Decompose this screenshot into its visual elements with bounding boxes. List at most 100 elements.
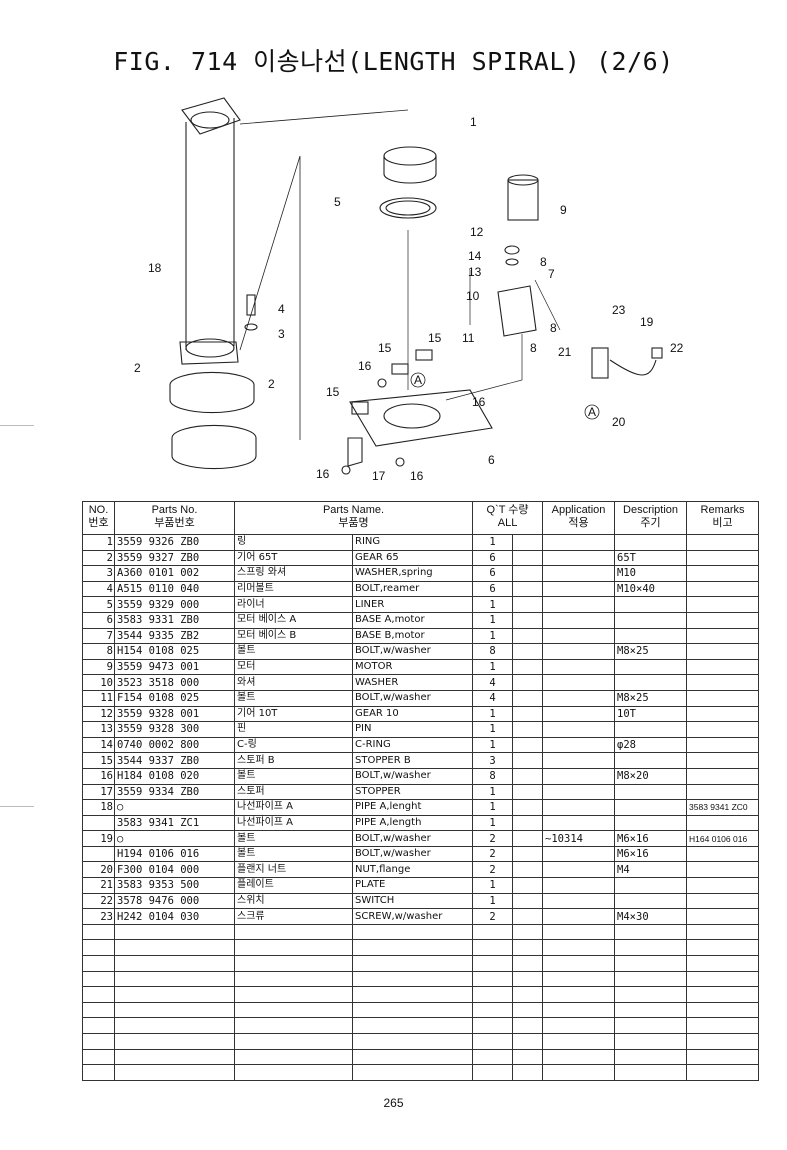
table-cell-desc: M10: [614, 565, 688, 582]
table-cell-q: 1: [472, 658, 514, 676]
callout-15b: 15: [378, 341, 392, 355]
table-cell-desc: 65T: [614, 549, 688, 567]
table-cell-desc: [614, 611, 688, 629]
table-cell-kn: 볼트: [234, 845, 353, 863]
table-cell-en: GEAR 65: [351, 549, 474, 567]
table-cell-q: 1: [472, 534, 514, 551]
table-row-empty: [82, 970, 760, 988]
table-cell-app: [542, 767, 616, 785]
gear-12: [504, 245, 520, 255]
table-cell-kn: 스위치: [234, 892, 353, 910]
table-cell-en: WASHER: [351, 674, 474, 691]
table-cell-empty: [472, 1001, 514, 1019]
table-cell-q2: [512, 580, 544, 598]
table-cell-empty: [542, 1033, 616, 1050]
table-cell-rem: [686, 689, 760, 707]
table-cell-pn: 3544 9337 ZB0: [114, 752, 235, 769]
table-cell-no: [82, 814, 115, 832]
table-cell-kn: 와셔: [234, 674, 353, 691]
table-cell-desc: M10×40: [614, 580, 688, 598]
parts-table: NO.번호 Parts No.부품번호 Parts Name.부품명 Q`T 수…: [82, 501, 760, 1081]
table-cell-empty: [351, 970, 474, 988]
table-cell-empty: [351, 1033, 474, 1050]
table-cell-kn: 링: [234, 534, 353, 551]
table-cell-en: BOLT,w/washer: [351, 845, 474, 863]
stopper-15a: [351, 401, 369, 415]
table-cell-no: 15: [82, 752, 115, 769]
table-cell-pn: F300 0104 000: [114, 861, 235, 879]
table-cell-empty: [512, 1017, 544, 1034]
table-cell-rem: H164 0106 016: [686, 830, 760, 847]
table-cell-empty: [472, 970, 514, 988]
table-cell-q: 6: [472, 580, 514, 598]
table-cell-en: BOLT,w/washer: [351, 689, 474, 707]
table-cell-q: 1: [472, 877, 514, 894]
callout-18: 18: [148, 261, 162, 275]
parts-table-container: NO.번호 Parts No.부품번호 Parts Name.부품명 Q`T 수…: [82, 501, 760, 1081]
table-cell-rem: [686, 643, 760, 660]
table-cell-empty: [234, 1064, 353, 1081]
table-cell-app: [542, 580, 616, 598]
table-cell-no: 19: [82, 830, 115, 847]
table-cell-desc: M4: [614, 861, 688, 879]
table-cell-desc: [614, 674, 688, 691]
table-cell-empty: [542, 939, 616, 957]
table-cell-kn: 모터 베이스 A: [234, 611, 353, 629]
table-cell-q: 1: [472, 783, 514, 801]
table-cell-empty: [351, 1001, 474, 1019]
table-cell-en: WASHER,spring: [351, 565, 474, 582]
table-cell-q: 8: [472, 643, 514, 660]
table-cell-rem: [686, 565, 760, 582]
table-cell-empty: [472, 939, 514, 957]
table-cell-empty: [234, 970, 353, 988]
table-cell-no: 3: [82, 565, 115, 582]
table-cell-rem: [686, 877, 760, 894]
table-cell-en: STOPPER B: [351, 752, 474, 769]
table-cell-kn: 모터 베이스 B: [234, 627, 353, 645]
table-cell-q: 6: [472, 549, 514, 567]
liner-5: [379, 197, 437, 219]
table-cell-kn: 나선파이프 A: [234, 814, 353, 832]
motor-base-b: [497, 285, 537, 337]
table-cell-pn: ○: [114, 830, 235, 847]
callout-8b: 8: [550, 321, 557, 335]
table-cell-rem: [686, 908, 760, 925]
table-cell-kn: 플랜지 너트: [234, 861, 353, 879]
pipe-top-flange: [181, 97, 241, 135]
table-cell-kn: 볼트: [234, 689, 353, 707]
table-cell-desc: M4×30: [614, 908, 688, 925]
switch-cable: [609, 359, 657, 376]
table-cell-app: [542, 845, 616, 863]
table-cell-empty: [542, 970, 616, 988]
table-cell-pn: 3559 9328 001: [114, 705, 235, 723]
callout-8: 8: [540, 255, 547, 269]
header-parts-no: Parts No.부품번호: [114, 501, 235, 535]
table-cell-empty: [614, 1033, 688, 1050]
ring-1: [383, 146, 437, 166]
table-cell-q: 1: [472, 892, 514, 910]
pipe-body: [185, 118, 235, 350]
callout-1: 1: [470, 115, 477, 129]
table-cell-pn: ○: [114, 799, 235, 816]
table-cell-empty: [234, 1048, 353, 1066]
table-cell-empty: [614, 970, 688, 988]
table-cell-kn: 리머볼트: [234, 580, 353, 598]
table-cell-q: 2: [472, 908, 514, 925]
table-cell-empty: [614, 1064, 688, 1081]
table-row-empty: [82, 955, 760, 972]
table-cell-no: 23: [82, 908, 115, 925]
table-cell-q: 2: [472, 861, 514, 879]
exploded-parts-diagram: 1 5 9 12 14 8 7 13 18 4 3 10 8 23 19 15 …: [134, 97, 684, 483]
stopper-15c: [415, 349, 433, 361]
callout-16c: 16: [316, 467, 330, 481]
table-cell-no: 7: [82, 627, 115, 645]
table-cell-app: [542, 721, 616, 738]
table-cell-app: [542, 783, 616, 801]
table-cell-empty: [542, 923, 616, 941]
